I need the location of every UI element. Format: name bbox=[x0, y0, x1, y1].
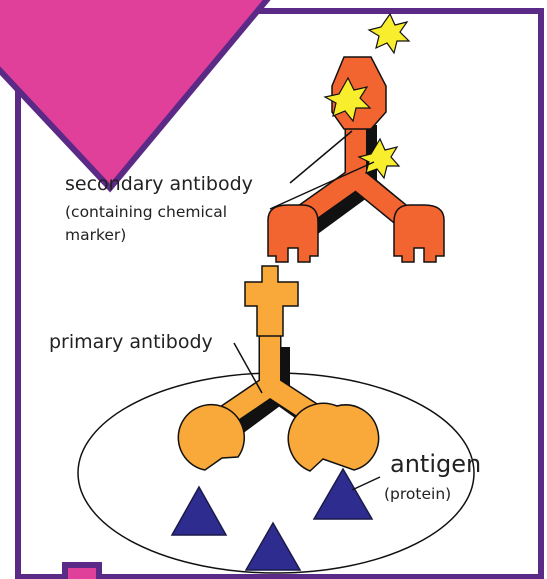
antigen-note: (protein) bbox=[384, 485, 451, 503]
primary-antibody-label: primary antibody bbox=[49, 331, 213, 353]
chemical-marker-star bbox=[369, 14, 409, 53]
secondary-antibody bbox=[268, 57, 444, 262]
pointer-arrow-shape bbox=[0, 0, 275, 188]
antigen-label: antigen bbox=[390, 450, 481, 478]
secondary-antibody-note-line2: marker) bbox=[65, 226, 126, 244]
page-corner-tab bbox=[65, 565, 99, 579]
secondary-antibody-label: secondary antibody bbox=[65, 173, 253, 195]
secondary-antibody-note: (containing chemical bbox=[65, 203, 227, 221]
